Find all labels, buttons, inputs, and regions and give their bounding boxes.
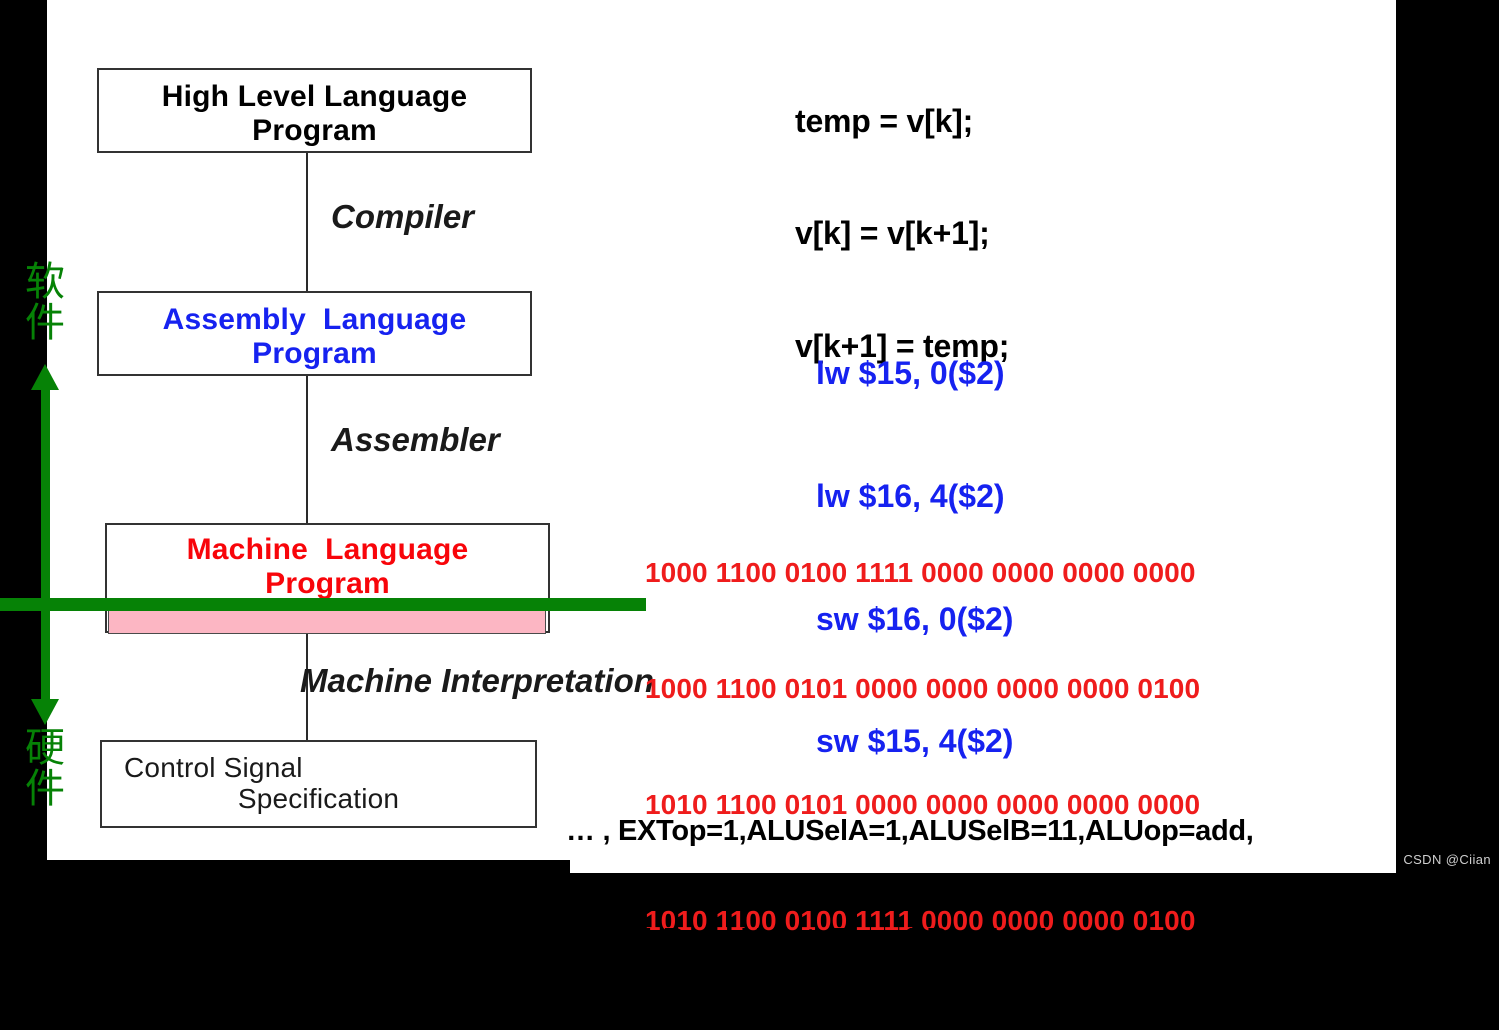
asm-code-line-4: sw $15, 4($2) [816, 723, 1014, 760]
label-software-cjk: 软件 [25, 259, 65, 346]
hll-code-line-3: v[k+1] = temp; [795, 327, 1010, 364]
label-assembler: Assembler [331, 421, 500, 458]
box-ctrl-line-1: Control Signal [124, 752, 303, 783]
bin-code-line-2: 1000 1100 0101 0000 0000 0000 0000 0100 [645, 673, 1201, 705]
label-machine-interpretation: Machine Interpretation [300, 662, 654, 699]
slide-page-lower [570, 728, 1396, 873]
box-asm-line-1: Assembly Language [162, 303, 467, 336]
software-arrow-shaft [41, 382, 50, 600]
asm-code-line-3: sw $16, 0($2) [816, 600, 1014, 637]
bin-code-line-3: 1010 1100 0101 0000 0000 0000 0000 0000 [645, 789, 1201, 820]
asm-code-line-2: lw $16, 4($2) [816, 477, 1005, 514]
box-asm-line-2: Program [252, 336, 377, 370]
box-hll-line-1: High Level Language [161, 80, 468, 113]
asm-code-line-1: lw $15, 0($2) [816, 354, 1005, 391]
box-control-signal-specification: Control Signal Specification [100, 740, 537, 828]
bin-code-line-1: 1000 1100 0100 1111 0000 0000 0000 0000 [645, 557, 1196, 589]
box-mach-line-2: Program [265, 566, 390, 600]
connector-hll-to-asm [306, 153, 308, 291]
machine-language-highlight-strip [108, 609, 546, 634]
slide-canvas: High Level Language Program Assembly Lan… [0, 0, 1491, 936]
label-hardware-cjk: 硬件 [25, 725, 65, 812]
slide-page-right [570, 0, 1396, 728]
connector-mach-to-ctrl [306, 634, 308, 740]
hll-code-line-1: temp = v[k]; [795, 102, 974, 139]
box-assembly-language-program: Assembly Language Program [97, 291, 532, 376]
box-high-level-language-program: High Level Language Program [97, 68, 532, 153]
hardware-arrow-shaft [41, 609, 50, 701]
label-compiler: Compiler [331, 198, 475, 235]
arrow-up-icon [31, 364, 59, 390]
watermark: CSDN @Ciian [1403, 852, 1491, 867]
code-assembly-language: lw $15, 0($2) lw $16, 4($2) sw $16, 0($2… [816, 271, 1013, 844]
box-mach-line-1: Machine Language [186, 533, 469, 566]
software-hardware-divider-line [0, 598, 646, 611]
box-ctrl-line-2: Specification [237, 783, 400, 815]
hll-code-line-2: v[k] = v[k+1]; [795, 215, 990, 252]
arrow-down-icon [31, 699, 59, 725]
ctrl-code-line-1: … , EXTop=1,ALUSelA=1,ALUSelB=11,ALUop=a… [566, 814, 1254, 847]
connector-asm-to-mach [306, 376, 308, 523]
box-hll-line-2: Program [252, 113, 377, 147]
code-high-level-language: temp = v[k]; v[k] = v[k+1]; v[k+1] = tem… [795, 28, 1009, 440]
code-control-signals: … , EXTop=1,ALUSelA=1,ALUSelB=11,ALUop=a… [566, 740, 1254, 1030]
ctrl-code-line-2: IorD=1,Read,MemtoReg=1,RegWr=1,...... [566, 923, 1105, 956]
